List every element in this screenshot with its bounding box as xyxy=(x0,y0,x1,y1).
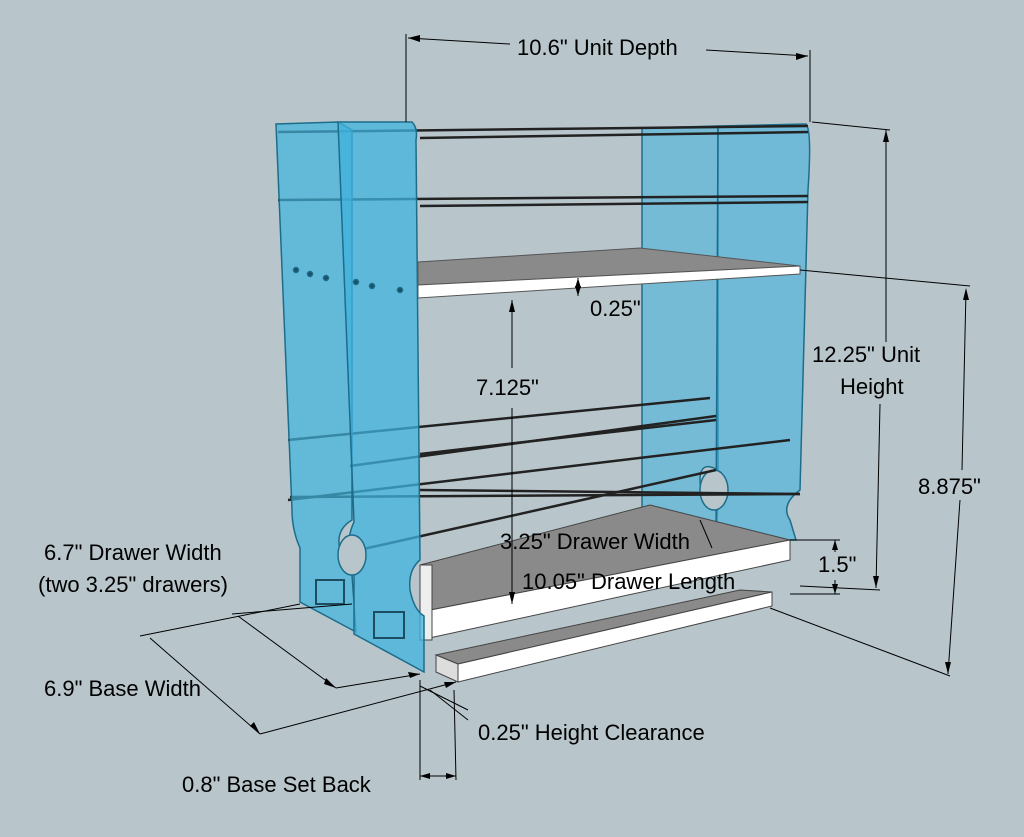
label-inner-height: 7.125" xyxy=(476,375,539,400)
label-drawer-width-single: 3.25" Drawer Width xyxy=(500,529,690,554)
front-handle-hole xyxy=(337,534,367,576)
front-side-panels xyxy=(275,121,425,674)
rear-side-panels xyxy=(641,123,811,546)
label-base-set-back: 0.8" Base Set Back xyxy=(182,772,372,797)
rear-handle-hole xyxy=(699,469,729,511)
label-height-clearance: 0.25" Height Clearance xyxy=(478,720,705,745)
front-drawer-pulls xyxy=(315,579,405,639)
label-base-width: 6.9" Base Width xyxy=(44,676,201,701)
dimension-labels: 10.6" Unit Depth 0.25" 12.25" Unit Heigh… xyxy=(38,35,981,797)
label-unit-depth: 10.6" Unit Depth xyxy=(517,35,678,60)
label-drawer-width-total-2: (two 3.25" drawers) xyxy=(38,572,228,597)
label-unit-height-1: 12.25" Unit xyxy=(812,342,920,367)
label-drawer-height: 1.5" xyxy=(818,552,856,577)
rear-panel-right xyxy=(715,123,811,541)
arrow-heads xyxy=(250,35,969,779)
label-drawer-length: 10.05" Drawer Length xyxy=(522,569,735,594)
label-shelf-thickness: 0.25" xyxy=(590,296,641,321)
label-side-height: 8.875" xyxy=(918,474,981,499)
base-rail xyxy=(434,589,773,683)
dimension-lines xyxy=(139,34,971,781)
label-unit-height-2: Height xyxy=(840,374,904,399)
label-drawer-width-total-1: 6.7" Drawer Width xyxy=(44,540,222,565)
panel-screws xyxy=(292,266,404,294)
